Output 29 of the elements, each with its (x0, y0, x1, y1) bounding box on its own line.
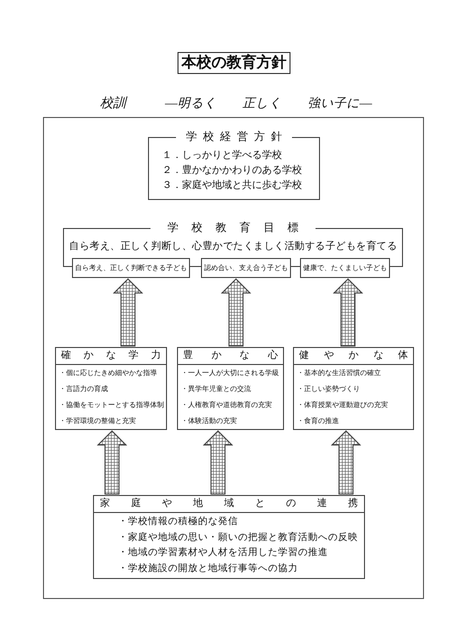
panel-heading: 学校経営方針 (176, 130, 292, 144)
focus-panel (55, 347, 167, 430)
block-arrow (112, 278, 144, 346)
list-item: １．しっかりと学べる学校 (162, 148, 282, 163)
policy-panel (148, 130, 320, 200)
list-item: ２．豊かなかかわりのある学校 (162, 164, 302, 178)
panel-heading: 確かな学力 (56, 348, 166, 365)
list-item: ・家庭や地域の思い・願いの把握と教育活動への反映 (118, 530, 358, 545)
panel-heading: 健やかな体 (294, 348, 413, 365)
panel-heading: 豊かな心 (178, 348, 283, 365)
panel-heading: 家庭や地域との連携 (94, 496, 364, 513)
list-item: ・地域の学習素材や人材を活用した学習の推進 (118, 546, 328, 560)
goal-panel (63, 221, 403, 278)
block-arrow (220, 278, 252, 346)
focus-panel (177, 347, 284, 430)
focus-panel (293, 347, 414, 430)
block-arrow (332, 278, 364, 346)
goal-statement: 自ら考え、正しく判断し、心豊かでたくましく活動する子どもを育てる (69, 240, 397, 254)
block-arrow (330, 430, 362, 494)
panel-heading: 学校教育目標 (150, 221, 316, 235)
page-title: 本校の教育方針 (178, 52, 290, 74)
partnership-panel (93, 495, 365, 579)
motto-heading: 校訓 (100, 95, 126, 111)
list-item: ３．家庭や地域と共に歩む学校 (162, 178, 302, 193)
school-motto: ―明るく 正しく 強い子に― (165, 96, 372, 112)
list-item: ・学校情報の積極的な発信 (118, 515, 238, 529)
block-arrow (96, 430, 128, 494)
list-item: ・学校施設の開放と地域行事等への協力 (118, 562, 298, 576)
block-arrow (202, 430, 234, 494)
